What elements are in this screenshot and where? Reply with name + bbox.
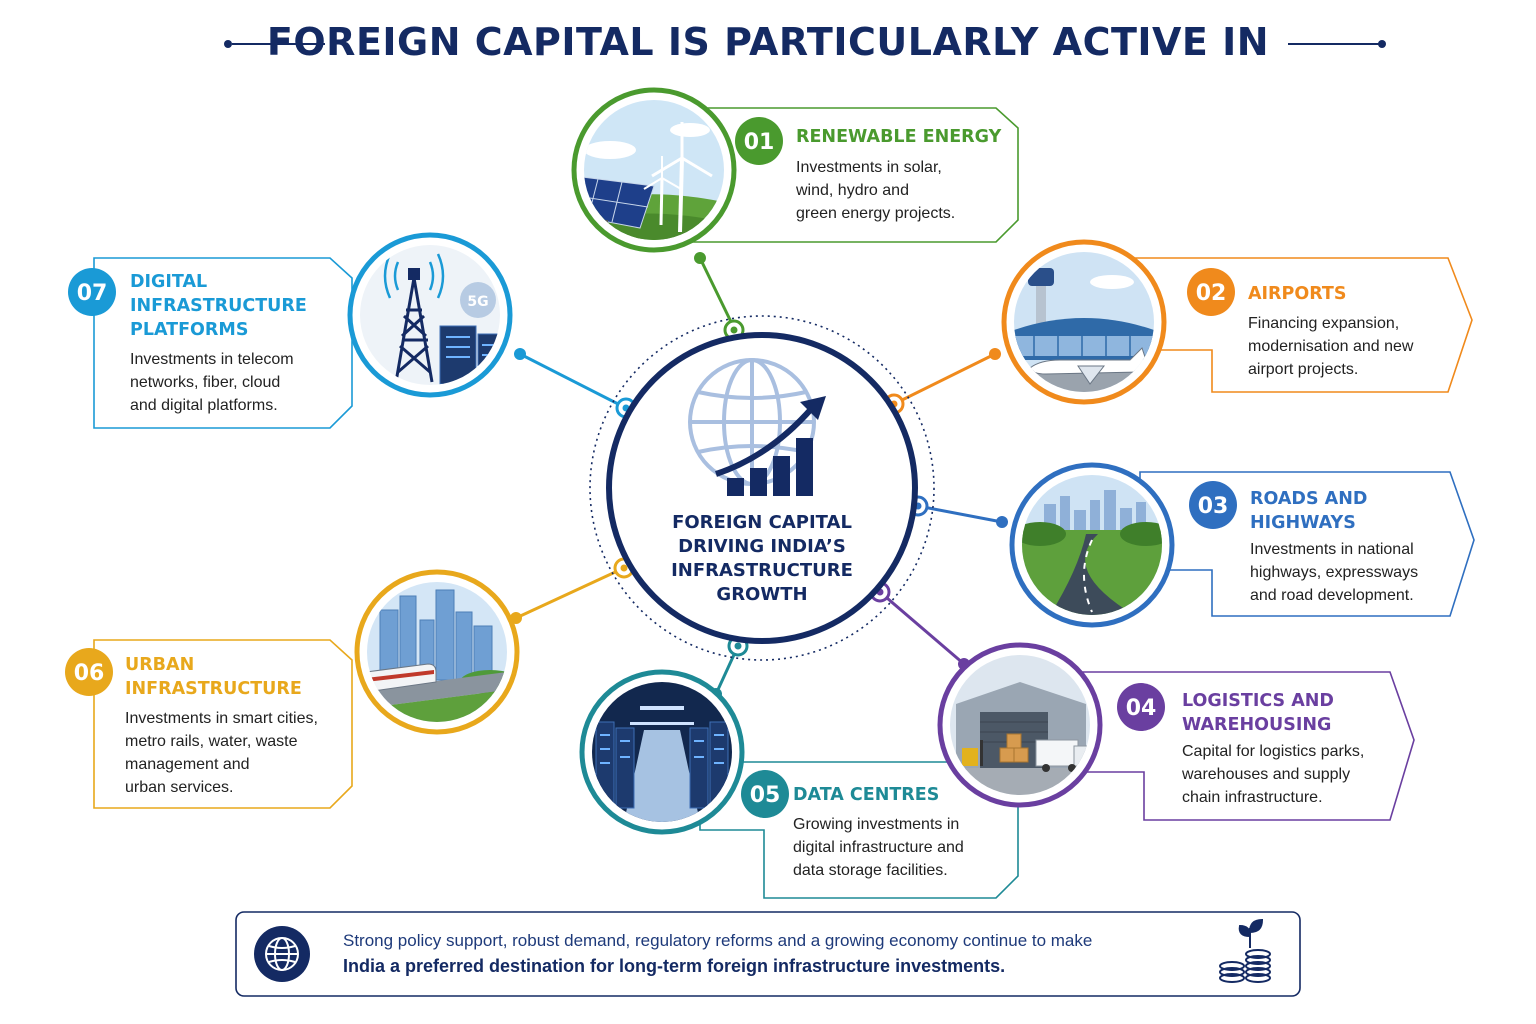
card-05: 05 DATA CENTRES Growing investments in d… (699, 761, 1019, 899)
card-title-07-line-3: PLATFORMS (130, 320, 248, 340)
number-badge-02 (1187, 268, 1235, 316)
number-badge-04 (1117, 683, 1165, 731)
card-01: 01 RENEWABLE ENERGY Investments in solar… (667, 107, 1019, 243)
card-number-01: 01 (744, 130, 775, 155)
highway-icon (1009, 462, 1175, 628)
card-desc-05-line-2: digital infrastructure and (793, 839, 964, 856)
card-title-04-line-2: WAREHOUSING (1182, 715, 1331, 735)
card-desc-02-line-1: Financing expansion, (1248, 315, 1399, 332)
card-desc-07-line-2: networks, fiber, cloud (130, 374, 280, 391)
card-title-04-line-1: LOGISTICS AND (1182, 691, 1334, 711)
airport-icon (1001, 239, 1167, 405)
card-title-02-line-1: AIRPORTS (1248, 284, 1346, 304)
warehouse-icon (937, 642, 1103, 808)
card-desc-04-line-2: warehouses and supply (1181, 766, 1350, 783)
card-desc-02-line-2: modernisation and new (1248, 338, 1414, 355)
card-title-05-line-1: DATA CENTRES (793, 785, 939, 805)
card-title-03-line-2: HIGHWAYS (1250, 513, 1356, 533)
connector-06 (510, 557, 635, 624)
card-title-01-line-1: RENEWABLE ENERGY (796, 127, 1002, 147)
card-desc-05-line-3: data storage facilities. (793, 862, 948, 879)
card-06: 06 URBAN INFRASTRUCTURE Investments in s… (65, 639, 353, 809)
footer-banner: Strong policy support, robust demand, re… (235, 911, 1301, 997)
card-number-02: 02 (1196, 281, 1227, 306)
card-title-06-line-1: URBAN (125, 655, 194, 675)
number-badge-05 (741, 770, 789, 818)
card-07: 07 DIGITAL INFRASTRUCTURE PLATFORMS Inve… (68, 257, 353, 429)
center-text-line-3: INFRASTRUCTURE (671, 560, 853, 581)
card-desc-07-line-3: and digital platforms. (130, 397, 278, 414)
solar-wind-icon (571, 87, 737, 253)
number-badge-01 (735, 117, 783, 165)
connector-07 (514, 348, 637, 419)
center-text-line-2: DRIVING INDIA’S (678, 536, 846, 557)
connector-03 (907, 495, 1008, 528)
central-hub: FOREIGN CAPITAL DRIVING INDIA’S INFRASTR… (589, 315, 935, 661)
page-title: FOREIGN CAPITAL IS PARTICULARLY ACTIVE I… (266, 20, 1270, 64)
card-desc-03-line-2: highways, expressways (1250, 564, 1418, 581)
number-badge-06 (65, 648, 113, 696)
connector-04 (869, 581, 970, 670)
connector-02 (883, 348, 1001, 415)
card-number-05: 05 (750, 783, 781, 808)
card-desc-06-line-2: metro rails, water, waste (125, 733, 298, 750)
card-desc-01-line-3: green energy projects. (796, 205, 955, 222)
card-title-06-line-2: INFRASTRUCTURE (125, 679, 302, 699)
server-room-icon (579, 669, 745, 835)
card-number-07: 07 (77, 281, 108, 306)
number-badge-07 (68, 268, 116, 316)
card-desc-01-line-2: wind, hydro and (795, 182, 909, 199)
globe-growth-chart-icon (688, 358, 826, 496)
card-desc-02-line-3: airport projects. (1248, 361, 1358, 378)
center-text-line-4: GROWTH (716, 584, 807, 605)
card-desc-05-line-1: Growing investments in (793, 816, 959, 833)
card-desc-04-line-1: Capital for logistics parks, (1182, 743, 1364, 760)
card-title-07-line-2: INFRASTRUCTURE (130, 296, 307, 316)
card-desc-04-line-3: chain infrastructure. (1182, 789, 1323, 806)
card-number-04: 04 (1126, 696, 1157, 721)
card-desc-03-line-3: and road development. (1250, 587, 1414, 604)
card-desc-06-line-3: management and (125, 756, 250, 773)
card-desc-03-line-1: Investments in national (1250, 541, 1414, 558)
card-number-03: 03 (1198, 494, 1229, 519)
coins-plant-icon (1219, 918, 1271, 983)
globe-icon (254, 926, 310, 982)
telecom-tower-icon: 5G (347, 232, 513, 398)
card-desc-07-line-1: Investments in telecom (130, 351, 294, 368)
card-03: 03 ROADS AND HIGHWAYS Investments in nat… (1139, 471, 1475, 617)
footer-line-2: India a preferred destination for long-t… (343, 956, 1005, 976)
footer-line-1: Strong policy support, robust demand, re… (343, 931, 1092, 950)
card-desc-06-line-4: urban services. (125, 779, 234, 796)
card-04: 04 LOGISTICS AND WAREHOUSING Capital for… (1079, 671, 1415, 821)
card-number-06: 06 (74, 661, 105, 686)
card-desc-06-line-1: Investments in smart cities, (125, 710, 318, 727)
city-metro-icon (354, 569, 520, 735)
card-desc-01-line-1: Investments in solar, (796, 159, 942, 176)
tower-badge-5g: 5G (467, 294, 488, 310)
card-title-07-line-1: DIGITAL (130, 272, 207, 292)
center-text-line-1: FOREIGN CAPITAL (672, 512, 852, 533)
number-badge-03 (1189, 481, 1237, 529)
card-title-03-line-1: ROADS AND (1250, 489, 1367, 509)
title-decoration-left (224, 40, 325, 48)
connector-01 (694, 252, 745, 341)
card-02: 02 AIRPORTS Financing expansion, moderni… (1129, 257, 1473, 393)
title-decoration-right (1288, 40, 1386, 48)
